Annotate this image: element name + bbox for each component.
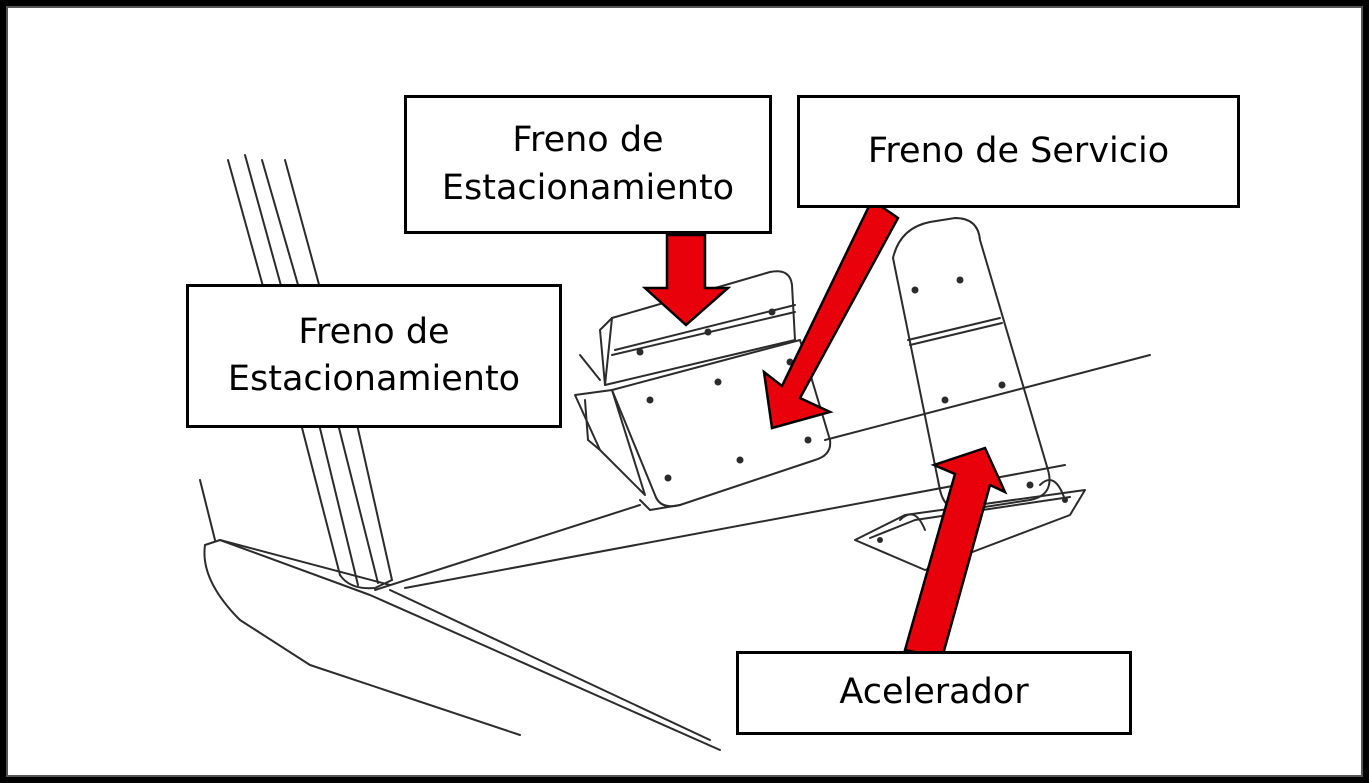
label-accelerator: Acelerador (736, 651, 1132, 735)
accel-pedal-seam (909, 322, 1003, 346)
park-pedal-face (611, 339, 832, 508)
accel-base (854, 489, 1086, 571)
accel-pedal-seam (907, 317, 1001, 341)
accel-base (869, 496, 1071, 539)
pillar-line (199, 479, 216, 541)
park-pedal-stem (579, 354, 601, 381)
accel-base-bracket (1039, 479, 1066, 501)
park-pedal-side (574, 389, 646, 496)
park-pedal-top (604, 270, 796, 386)
sill-outline (389, 589, 711, 741)
label-park-brake-top: Freno de Estacionamiento (404, 95, 772, 234)
arrow-park-brake (641, 233, 732, 327)
label-park-brake-top-line1: Freno de (512, 120, 664, 161)
floor-line (824, 354, 1151, 441)
park-pedal-stripe (614, 304, 796, 351)
label-park-brake-left: Freno de Estacionamiento (186, 284, 562, 428)
park-pedal-side (584, 399, 601, 451)
pillar-line (336, 419, 379, 584)
pillar-line (355, 419, 393, 581)
label-park-brake-left-line2: Estacionamiento (227, 359, 521, 399)
label-park-brake-left-line1: Freno de (298, 311, 450, 352)
pillar-base (339, 574, 393, 590)
label-park-brake-top-line2: Estacionamiento (441, 167, 735, 208)
pillar-line (317, 419, 359, 586)
arrow-accelerator (903, 446, 1008, 660)
sill-outline (219, 539, 391, 586)
label-accelerator-text: Acelerador (839, 672, 1029, 713)
park-pedal-stem (639, 499, 681, 511)
sill-outline (204, 539, 721, 751)
park-pedal-top (599, 317, 613, 386)
sill-outline (203, 544, 521, 736)
label-service-brake: Freno de Servicio (797, 95, 1240, 208)
pillar-line (299, 419, 341, 576)
label-service-brake-text: Freno de Servicio (867, 130, 1170, 171)
park-pedal-stripe (611, 311, 796, 356)
accel-base-bracket (899, 513, 926, 531)
arrow-service-brake (762, 198, 900, 430)
floor-line (374, 504, 641, 591)
